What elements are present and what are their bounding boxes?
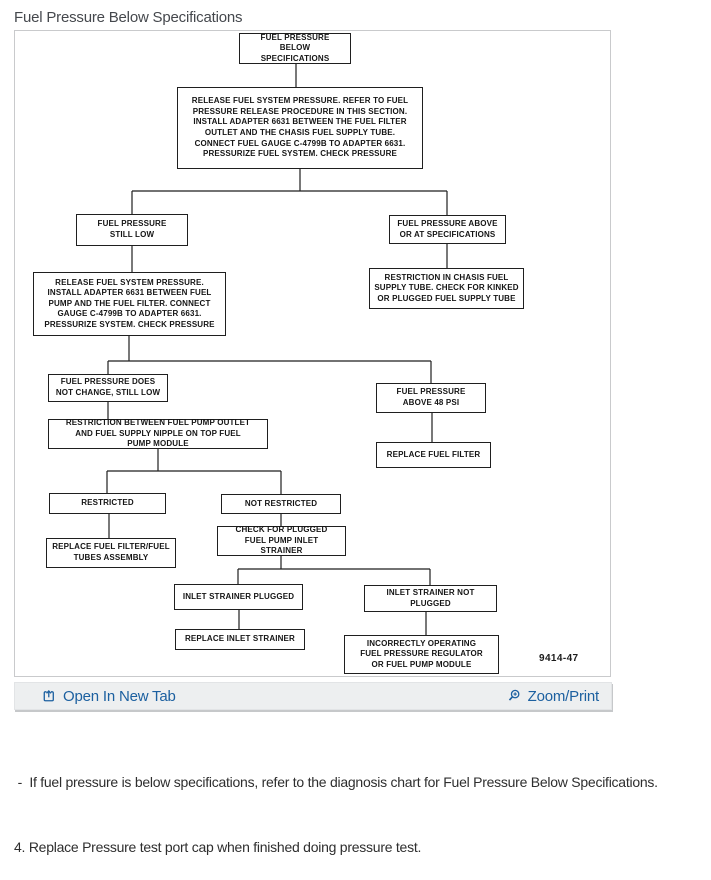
flow-node-start: FUEL PRESSURE BELOW SPECIFICATIONS [239, 33, 351, 64]
note-replace-cap: 4. Replace Pressure test port cap when f… [14, 838, 422, 855]
flow-node-restricted: RESTRICTED [49, 493, 166, 514]
flow-node-no-change-still-low: FUEL PRESSURE DOES NOT CHANGE, STILL LOW [48, 374, 168, 402]
zoom-in-icon [508, 689, 520, 701]
image-toolbar: Open In New Tab Zoom/Print [14, 682, 612, 710]
flow-node-not-restricted: NOT RESTRICTED [221, 494, 341, 514]
flowchart: FUEL PRESSURE BELOW SPECIFICATIONS RELEA… [15, 31, 610, 676]
flow-node-check-inlet-strainer: CHECK FOR PLUGGED FUEL PUMP INLET STRAIN… [217, 525, 346, 556]
note-diagnosis-chart: - If fuel pressure is below specificatio… [14, 774, 658, 790]
flow-node-release-adapter-6631: RELEASE FUEL SYSTEM PRESSURE. INSTALL AD… [33, 272, 226, 336]
flow-node-above-48-psi: FUEL PRESSURE ABOVE 48 PSI [376, 383, 486, 413]
figure-number: 9414-47 [539, 653, 579, 664]
zoom-print-link[interactable]: Zoom/Print [507, 688, 599, 705]
flow-node-release-system: RELEASE FUEL SYSTEM PRESSURE. REFER TO F… [177, 87, 423, 169]
flow-node-incorrect-regulator: INCORRECTLY OPERATING FUEL PRESSURE REGU… [344, 635, 499, 674]
open-in-new-tab-label: Open In New Tab [63, 687, 176, 705]
flow-node-still-low: FUEL PRESSURE STILL LOW [76, 214, 188, 246]
notes-section: - If fuel pressure is below specificatio… [14, 729, 708, 880]
open-in-new-tab-link[interactable]: Open In New Tab [42, 688, 176, 705]
flow-connector-lines [106, 64, 448, 635]
flow-node-replace-fuel-filter: REPLACE FUEL FILTER [376, 442, 491, 468]
flow-node-strainer-plugged: INLET STRAINER PLUGGED [174, 584, 303, 610]
open-in-new-tab-icon [43, 689, 54, 702]
flow-node-above-or-at-spec: FUEL PRESSURE ABOVE OR AT SPECIFICATIONS [389, 215, 506, 244]
diagram-panel: FUEL PRESSURE BELOW SPECIFICATIONS RELEA… [14, 30, 611, 677]
page-title: Fuel Pressure Below Specifications [14, 9, 243, 26]
flow-node-replace-inlet-strainer: REPLACE INLET STRAINER [175, 629, 305, 650]
flow-node-restriction-chasis: RESTRICTION IN CHASIS FUEL SUPPLY TUBE. … [369, 268, 524, 309]
flow-node-replace-filter-tubes: REPLACE FUEL FILTER/FUEL TUBES ASSEMBLY [46, 538, 176, 568]
flow-node-restriction-between: RESTRICTION BETWEEN FUEL PUMP OUTLET AND… [48, 418, 268, 449]
flow-node-strainer-not-plugged: INLET STRAINER NOT PLUGGED [364, 585, 497, 612]
zoom-print-label: Zoom/Print [527, 687, 600, 705]
